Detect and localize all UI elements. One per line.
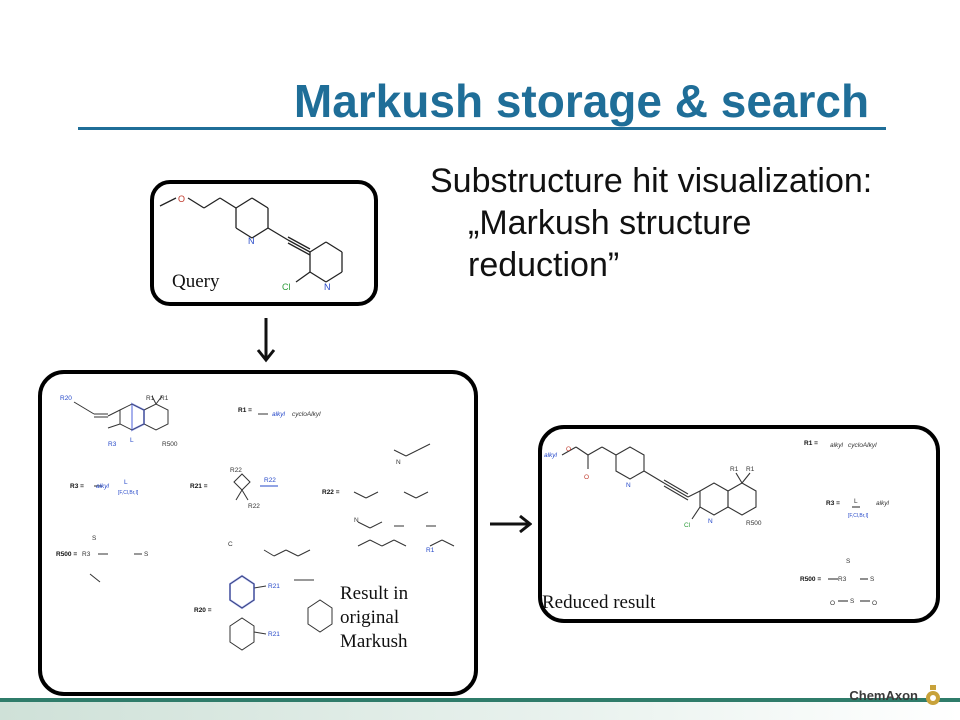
R3-halogens: [F,Cl,Br,I]	[118, 490, 139, 496]
bullet-line-1: Substructure hit visualization:	[430, 162, 873, 200]
bullet-line-2: „Markush structure	[468, 204, 752, 242]
footer-band	[0, 702, 960, 720]
reduced-nitrogen-label: N	[626, 482, 631, 489]
R3-definition: R3 =	[70, 483, 84, 490]
bullet-text: Substructure hit visualization: „Markush…	[430, 160, 950, 286]
result-caption-line-1: Result in	[340, 583, 409, 604]
original-markush-box: R20 R3 R1 R1 R500 L R1 = alkyl cycloAlky…	[38, 370, 478, 696]
R20-R21: R21	[268, 583, 280, 590]
R22-label: R22	[230, 467, 242, 474]
R22-label-2: R22	[248, 503, 260, 510]
reduced-R500-S: S	[846, 558, 851, 565]
R500-definition: R500 =	[56, 551, 77, 558]
logo-emblem-icon	[926, 685, 940, 705]
reduced-R500-definition: R500 =	[800, 576, 821, 583]
reduced-R3-definition: R3 =	[826, 500, 840, 507]
down-arrow-icon	[256, 318, 276, 363]
R22-N: N	[396, 459, 401, 466]
R20-definition: R20 =	[194, 607, 212, 614]
query-structure-box: O N N Cl Query	[150, 180, 378, 306]
label-R3: R3	[108, 441, 117, 448]
R1-definition: R1 =	[238, 407, 252, 414]
result-caption-line-3: Markush	[340, 631, 408, 652]
R500-R3: R3	[82, 551, 91, 558]
reduced-R500-O-2: O	[872, 600, 877, 607]
label-L: L	[130, 437, 134, 444]
reduced-R500-S-3: S	[850, 598, 855, 605]
label-R1: R1	[146, 395, 155, 402]
R3-L: L	[124, 479, 128, 486]
reduced-chlorine-label: Cl	[684, 522, 691, 529]
reduced-R500-O: O	[830, 600, 835, 607]
query-oxygen-label: O	[178, 194, 185, 204]
reduced-R3-L: L	[854, 498, 858, 505]
query-nitrogen-label: N	[248, 236, 255, 246]
reduced-R1-definition: R1 =	[804, 440, 818, 447]
bullet-line-3: reduction”	[468, 246, 620, 284]
right-arrow-icon	[490, 514, 532, 534]
result-caption-line-2: original	[340, 607, 400, 628]
query-caption: Query	[172, 271, 220, 292]
reduced-R500-R3: R3	[838, 576, 847, 583]
R22-N-2: N	[354, 517, 359, 524]
original-markush-drawing: R20 R3 R1 R1 R500 L R1 = alkyl cycloAlky…	[56, 395, 455, 651]
R22-R1: R1	[426, 547, 435, 554]
result-caption: Result in original Markush	[340, 582, 408, 654]
R22-definition: R22 =	[322, 489, 340, 496]
reduced-R3-halogens: [F,Cl,Br,I]	[848, 513, 869, 519]
footer-line	[0, 698, 960, 702]
reduced-R500-S-2: S	[870, 576, 875, 583]
query-nitrogen-label-2: N	[324, 282, 331, 292]
R22-label-blue: R22	[264, 477, 276, 484]
R1-alkyl: alkyl	[272, 411, 286, 418]
label-R500: R500	[162, 441, 178, 448]
R3-alkyl: alkyl	[96, 483, 110, 490]
label-R20: R20	[60, 395, 72, 402]
query-chlorine-label: Cl	[282, 282, 291, 292]
reduced-result-box: O alkyl O N N Cl R1 R1 R500 R1 = alkyl c…	[538, 425, 940, 623]
label-R1-b: R1	[160, 395, 169, 402]
reduced-R1-alkyl: alkyl	[830, 442, 844, 449]
reduced-structure-drawing: O alkyl O N N Cl R1 R1 R500 R1 = alkyl c…	[544, 440, 890, 607]
reduced-R1-label-b: R1	[746, 466, 755, 473]
reduced-R3-alkyl: alkyl	[876, 500, 890, 507]
reduced-R1-label: R1	[730, 466, 739, 473]
reduced-alkyl-label: alkyl	[544, 452, 558, 459]
R20-R21-b: R21	[268, 631, 280, 638]
R500-S: S	[92, 535, 97, 542]
R1-cycloalkyl: cycloAlkyl	[292, 411, 321, 418]
reduced-nitrogen-label-2: N	[708, 518, 713, 525]
logo-text: ChemAxon	[849, 687, 918, 703]
slide-title: Markush storage & search	[293, 75, 870, 127]
reduced-R1-cycloalkyl: cycloAlkyl	[848, 442, 877, 449]
reduced-R500-label: R500	[746, 520, 762, 527]
company-logo: ChemAxon	[849, 684, 942, 706]
R500-S-2: S	[144, 551, 149, 558]
reduced-oxygen-label-2: O	[584, 474, 589, 481]
R21-definition: R21 =	[190, 483, 208, 490]
reduced-oxygen-label: O	[566, 446, 571, 453]
R20-C: C	[228, 541, 233, 548]
query-structure-drawing: O N N Cl	[159, 194, 343, 292]
title-underline	[78, 127, 886, 130]
reduced-caption: Reduced result	[542, 592, 656, 613]
